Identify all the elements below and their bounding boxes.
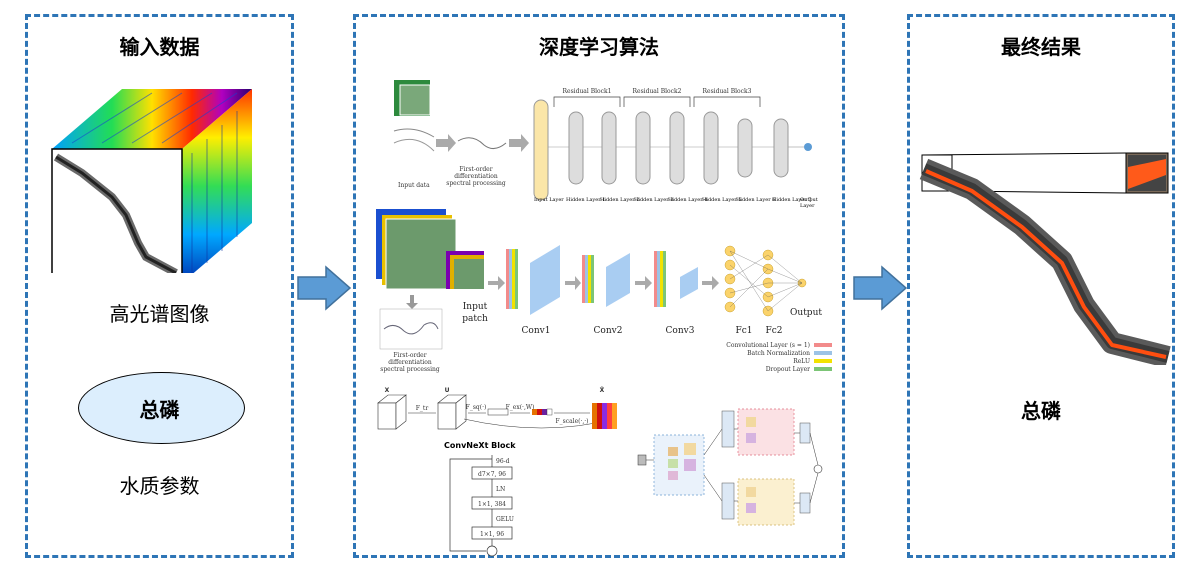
se-label-x: X <box>385 387 390 394</box>
se-label-fex: F_ex(·,W) <box>506 404 535 411</box>
hyperspectral-label: 高光谱图像 <box>109 302 210 326</box>
residual-block-2-label: Residual Block2 <box>633 88 682 95</box>
total-phosphorus-input-label: 总磷 <box>139 398 180 422</box>
cnn-preprocess-line2: differentiation <box>388 359 432 366</box>
mlp-layer-label: Hidden Layer 7 <box>772 197 812 203</box>
cnn-preprocess-line3: spectral processing <box>380 366 440 373</box>
output-panel: 最终结果 总磷 <box>907 14 1175 558</box>
mlp-layer-label: Output Layer <box>800 197 818 209</box>
model-panel: 深度学习算法 Input data First-order differenti… <box>353 14 845 558</box>
model-panel-title: 深度学习算法 <box>539 35 659 59</box>
se-label-fsq: F_sq(·) <box>466 404 487 411</box>
fc2-label: Fc2 <box>765 326 782 336</box>
se-label-xt: X̃ <box>600 387 605 394</box>
mlp-layer-label: Hidden Layer 1 <box>566 197 606 203</box>
fc1-label: Fc1 <box>735 326 752 336</box>
legend-conv-label: Convolutional Layer (s = 1) <box>726 342 810 349</box>
residual-block-3-label: Residual Block3 <box>703 88 752 95</box>
convnext-row-1: d7×7, 96 <box>478 471 506 478</box>
residual-block-1-label: Residual Block1 <box>563 88 612 95</box>
output-label: Output <box>790 308 822 318</box>
convnext-row-3: 1×1, 384 <box>478 501 506 508</box>
mlp-layer-labels: Input Layer Hidden Layer 1 Hidden Layer … <box>534 197 818 209</box>
convnext-block-title: ConvNeXt Block <box>444 441 516 450</box>
mlp-input-data-label: Input data <box>398 182 430 189</box>
mlp-network-diagram: Input data First-order differentiation s… <box>393 80 812 200</box>
legend-conv-swatch <box>814 343 832 347</box>
mlp-preprocess-line2: differentiation <box>454 173 498 180</box>
legend-relu-swatch <box>814 359 832 363</box>
attention-module-diagram <box>637 408 823 526</box>
legend-bn-swatch <box>814 351 832 355</box>
convnext-row-2: LN <box>496 486 505 493</box>
mlp-layer-label: Hidden Layer 5 <box>702 197 742 203</box>
convnext-block-diagram: 96-d d7×7, 96 LN 1×1, 384 GELU 1×1, 96 <box>449 455 514 557</box>
input-patch-label-2: patch <box>462 314 488 324</box>
input-patch-label-1: Input <box>463 302 488 312</box>
total-phosphorus-output-label: 总磷 <box>1021 399 1061 423</box>
arrow-right-icon <box>297 265 352 311</box>
result-map <box>919 152 1171 365</box>
legend-dropout-swatch <box>814 367 832 371</box>
conv1-label: Conv1 <box>522 326 551 336</box>
conv2-label: Conv2 <box>594 326 623 336</box>
se-label-fscale: F_scale(·,·) <box>555 418 588 425</box>
legend-bn-label: Batch Normalization <box>747 350 810 357</box>
hyperspectral-cube <box>51 89 252 273</box>
mlp-layer-label: Hidden Layer 3 <box>634 197 674 203</box>
mlp-layer-label: Hidden Layer 4 <box>668 197 708 203</box>
cnn-preprocess-line1: First-order <box>393 352 426 359</box>
cnn-network-diagram: First-order differentiation spectral pro… <box>376 209 832 373</box>
mlp-preprocess-line1: First-order <box>459 166 492 173</box>
convnext-row-0: 96-d <box>496 458 510 465</box>
mlp-layer-label: Hidden Layer 2 <box>600 197 640 203</box>
conv3-label: Conv3 <box>666 326 695 336</box>
mlp-layer-label: Hidden Layer 6 <box>736 197 776 203</box>
output-panel-title: 最终结果 <box>1001 35 1081 59</box>
arrow-right-icon <box>853 265 908 311</box>
mlp-preprocess-line3: spectral processing <box>446 180 506 187</box>
legend-dropout-label: Dropout Layer <box>766 366 810 373</box>
legend-relu-label: ReLU <box>793 358 810 365</box>
mlp-layer-label: Input Layer <box>534 197 564 203</box>
se-label-u: U <box>445 387 450 394</box>
convnext-row-4: GELU <box>496 516 514 523</box>
input-panel-title: 输入数据 <box>119 35 200 59</box>
input-panel: 输入数据 高光谱图像 <box>25 14 294 558</box>
se-block-diagram: X U X̃ F_tr F_sq(·) F_ex(·,W) F_scale(·,… <box>377 387 617 430</box>
total-phosphorus-ellipse <box>78 372 245 444</box>
se-label-ftr: F_tr <box>416 405 429 412</box>
water-quality-label: 水质参数 <box>119 474 200 498</box>
convnext-row-5: 1×1, 96 <box>480 531 504 538</box>
